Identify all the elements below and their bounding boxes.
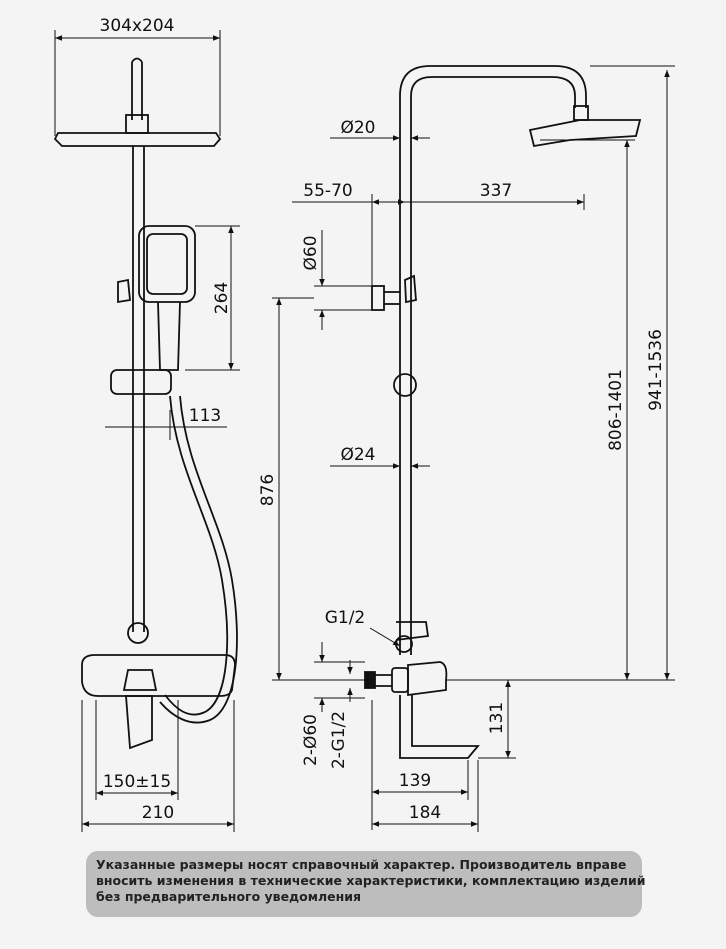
rain-head-side	[528, 119, 642, 148]
mixer-body-front	[81, 654, 236, 697]
dim-flange-diameter: 2-Ø60	[301, 714, 321, 766]
notice-line: вносить изменения в технические характер…	[96, 873, 646, 888]
dim-wall-offset: 55-70	[303, 181, 352, 201]
side-view	[364, 65, 642, 759]
dim-mixer-depth: 139	[399, 771, 431, 791]
dim-spout-height: 131	[487, 702, 507, 734]
dim-spout-depth: 184	[409, 803, 441, 823]
dim-head-size: 304x204	[100, 16, 175, 36]
dim-mixer-width: 210	[142, 803, 174, 823]
dim-total-height: 941-1536	[646, 329, 666, 411]
dim-arm-reach: 337	[480, 181, 512, 201]
dim-hand-shower-height: 264	[212, 282, 232, 314]
dim-outlet-thread: G1/2	[325, 608, 366, 628]
front-view	[53, 57, 238, 750]
dim-mixer-centers: 150±15	[103, 772, 171, 792]
dimension-labels: 304x204 264 113 150±15 210 Ø20 55-70 337…	[100, 16, 666, 823]
dimension-lines	[54, 30, 675, 832]
dim-bracket-diameter: Ø60	[301, 235, 321, 270]
dim-adjust-range: 806-1401	[606, 369, 626, 451]
dim-riser-length: 876	[258, 474, 278, 506]
notice-line: без предварительного уведомления	[96, 889, 361, 904]
dim-riser-diameter: Ø24	[340, 445, 375, 465]
disclaimer-notice: Указанные размеры носят справочный харак…	[86, 851, 646, 917]
dim-holder-offset: 113	[189, 406, 221, 426]
rain-head-front	[53, 132, 222, 147]
dim-arm-diameter: Ø20	[340, 118, 375, 138]
dim-inlet-thread: 2-G1/2	[329, 711, 349, 769]
notice-line: Указанные размеры носят справочный харак…	[96, 857, 627, 872]
hand-shower-front	[138, 225, 196, 303]
